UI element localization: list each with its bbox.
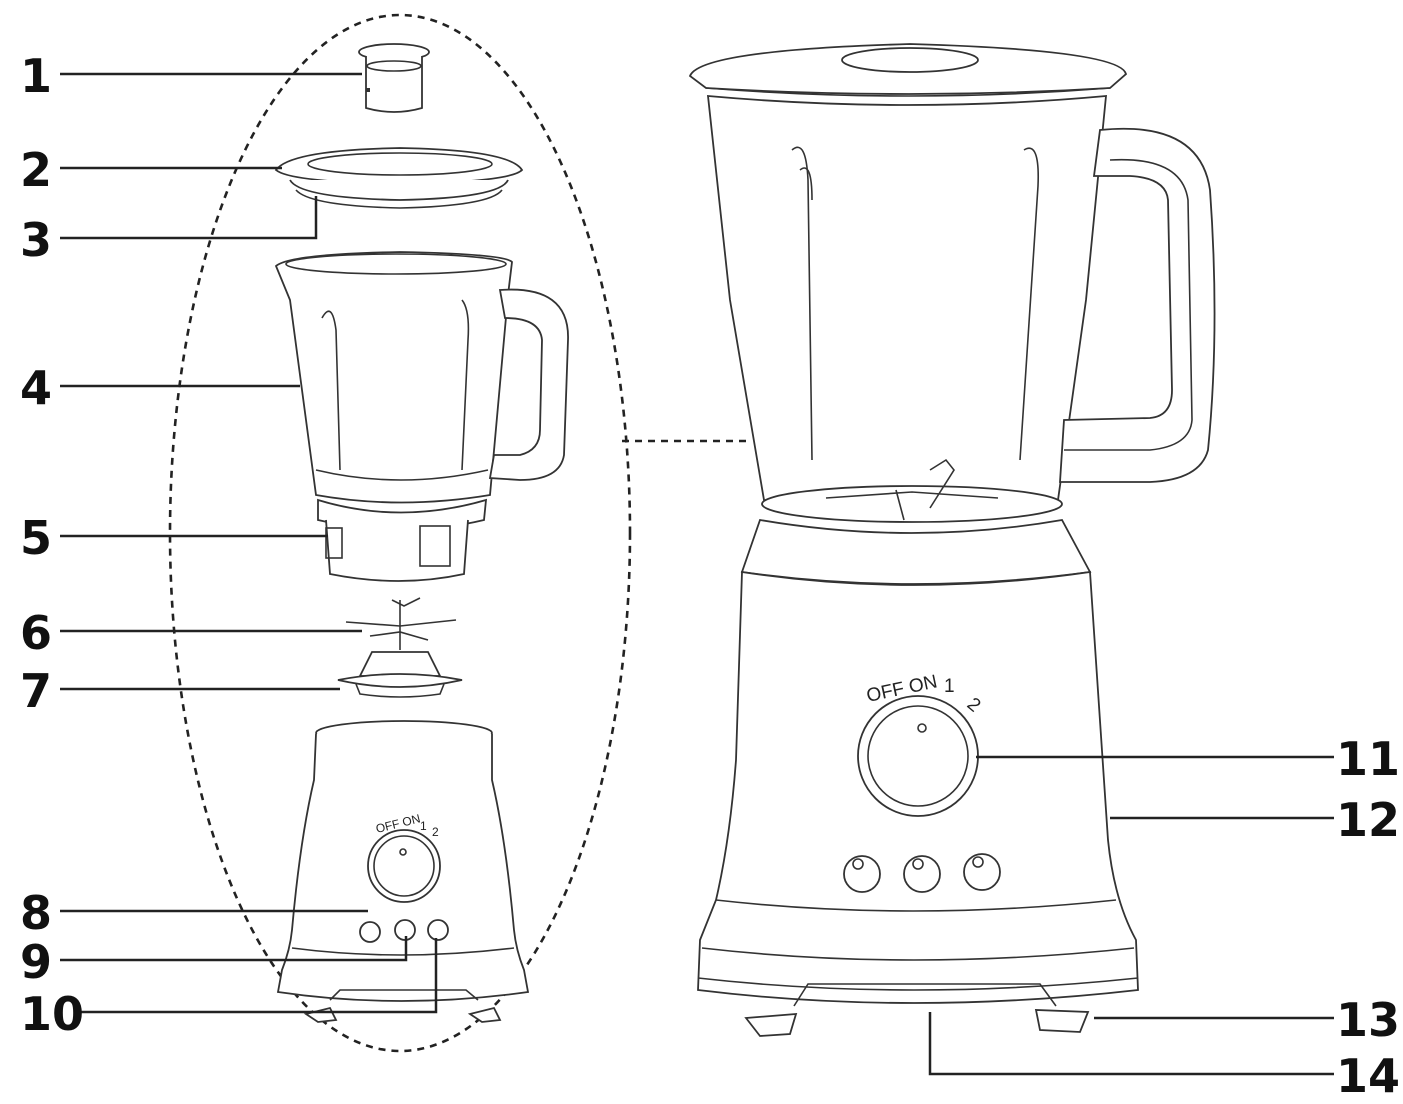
speed-dial [857, 695, 979, 817]
callout-6: 6 [20, 606, 52, 660]
small-button-1 [359, 921, 381, 943]
measuring-cup [358, 43, 430, 113]
callout-2: 2 [20, 143, 52, 197]
glass-jug [274, 251, 569, 504]
callout-11: 11 [1336, 732, 1400, 786]
callout-5: 5 [20, 511, 52, 565]
small-dial-off-on-label: OFF ON [374, 811, 421, 836]
callout-8: 8 [20, 886, 52, 940]
callout-9: 9 [20, 935, 52, 989]
callout-14: 14 [1336, 1049, 1400, 1103]
dial-speed-1: 1 [944, 676, 955, 697]
exploded-view-outline [168, 13, 632, 1053]
small-dial-speed-1: 1 [420, 819, 427, 833]
callout-4: 4 [20, 361, 52, 415]
callout-7: 7 [20, 664, 52, 718]
leader-lines [60, 72, 1334, 1076]
callout-1: 1 [20, 49, 52, 103]
jug-base-coupling [317, 498, 488, 582]
small-dial-speed-2: 2 [432, 825, 439, 839]
callout-13: 13 [1336, 993, 1400, 1047]
motor-base-small: OFF ON 1 2 [276, 720, 530, 1023]
callout-12: 12 [1336, 793, 1400, 847]
assembled-blender: OFF ON 1 2 [688, 43, 1216, 1037]
callout-3: 3 [20, 213, 52, 267]
jug-lid [274, 147, 524, 209]
small-button-3 [427, 919, 449, 941]
callout-10: 10 [20, 987, 84, 1041]
blade-assembly [345, 597, 457, 650]
blade-holder [337, 651, 463, 698]
